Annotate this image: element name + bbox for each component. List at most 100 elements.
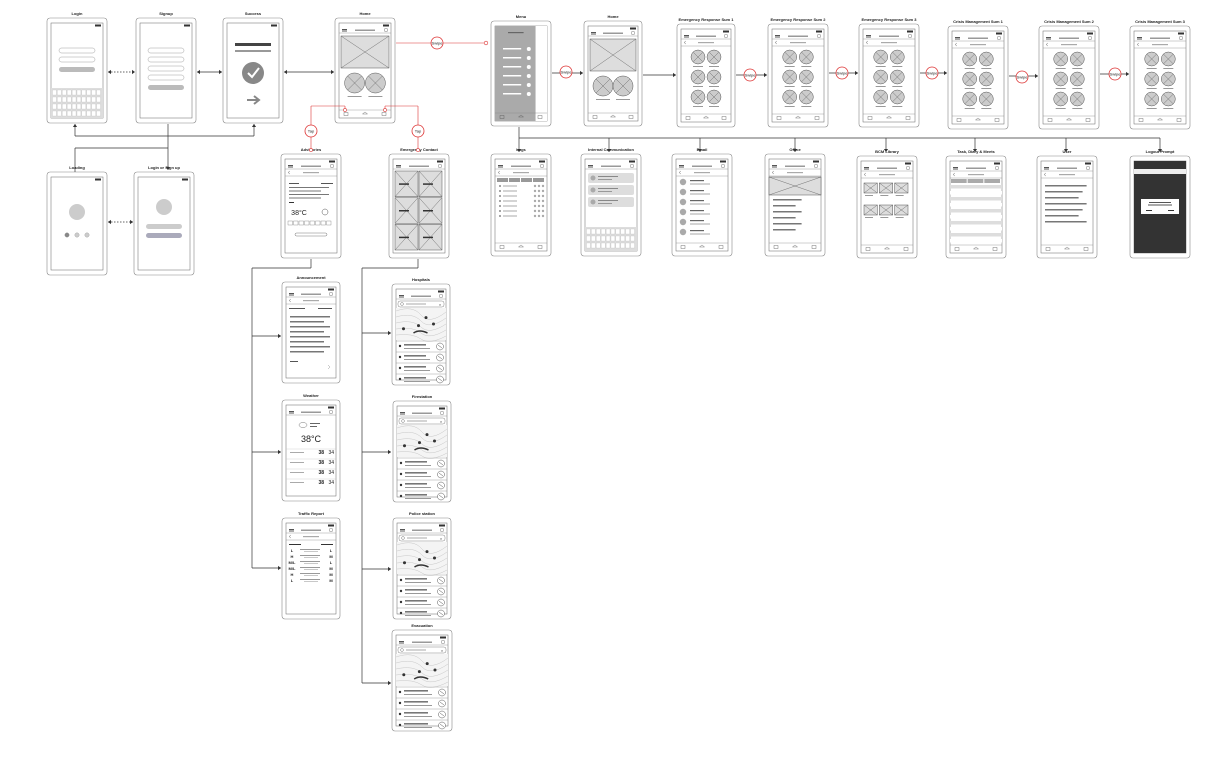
placeholder-line [892, 106, 903, 107]
bell-icon [865, 247, 871, 251]
connector-badge-label: Tap [308, 129, 315, 134]
arrow-head [1126, 71, 1129, 77]
keyboard-key [67, 110, 72, 117]
search-icon [908, 34, 913, 39]
placeholder-line [503, 66, 522, 68]
keyboard-key [96, 103, 101, 110]
phone-screen [494, 158, 548, 252]
placeholder-line [598, 188, 618, 189]
placeholder-line [596, 99, 610, 100]
forecast-icon [298, 220, 304, 226]
placeholder-line [405, 472, 427, 474]
image-placeholder-cross [1146, 53, 1157, 65]
map-pin-icon [399, 483, 403, 487]
placeholder-line [399, 236, 409, 239]
placeholder-line [404, 701, 428, 703]
placeholder-line [329, 160, 335, 163]
menu-item-icon [526, 83, 531, 87]
search-icon [630, 163, 635, 168]
connector-badge: Swipe [835, 66, 849, 80]
home-icon [1063, 246, 1071, 250]
screen-title: Weather [303, 393, 319, 398]
screen-email: Email [671, 147, 733, 257]
share-icon [537, 245, 543, 249]
placeholder-line [709, 66, 719, 67]
map-pin-icon [398, 690, 402, 694]
phone-screen [1042, 30, 1096, 125]
chat-bubble [588, 173, 634, 183]
form-field [147, 56, 185, 63]
keyboard-key [52, 110, 57, 117]
list-row [950, 185, 1002, 189]
connector-badge-label: Swipe [837, 71, 849, 76]
keyboard-key [605, 235, 611, 242]
keyboard-key [67, 89, 72, 96]
cloud-icon [298, 422, 308, 428]
image-placeholder-cross [1055, 93, 1066, 105]
bell-icon [776, 116, 782, 120]
placeholder-line [290, 331, 324, 333]
placeholder-line [407, 537, 427, 539]
placeholder-line [304, 563, 318, 564]
temp-low: 34 [328, 460, 334, 466]
placeholder-line [709, 86, 719, 87]
forecast-icon [293, 220, 299, 226]
placeholder-line [289, 187, 329, 188]
avatar [679, 208, 687, 216]
keyboard-key [76, 89, 82, 96]
placeholder-line [1149, 202, 1171, 203]
map-contour [395, 315, 447, 325]
home-icon [361, 111, 369, 115]
placeholder-line [690, 230, 704, 232]
arrow-head [1063, 149, 1069, 152]
phone-icon [437, 344, 443, 349]
placeholder-line [503, 84, 522, 86]
phone-icon [438, 589, 444, 594]
placeholder-line [396, 165, 401, 166]
placeholder-line [289, 529, 294, 530]
bell-icon [343, 112, 349, 116]
connector-badge-circle [304, 124, 318, 138]
screen-title: Login [72, 11, 83, 16]
placeholder-line [955, 37, 960, 38]
placeholder-line [303, 172, 319, 174]
keyboard-key [57, 96, 62, 103]
avatar [679, 198, 687, 206]
map-contour [396, 451, 448, 459]
logout-dialog [1141, 199, 1179, 214]
placeholder-line [772, 166, 777, 168]
temp-high: 38 [318, 470, 324, 476]
logo-placeholder [156, 199, 172, 215]
image-placeholder-cross [595, 78, 611, 94]
placeholder-line [784, 106, 795, 107]
phone-screen [1133, 30, 1187, 125]
placeholder-line [1055, 68, 1066, 69]
placeholder-line [1087, 32, 1093, 35]
map-area [396, 654, 448, 686]
menu-item-icon [526, 65, 531, 69]
arrow-head [944, 70, 947, 76]
screen-home2: Home [583, 14, 643, 127]
placeholder-line [964, 108, 975, 109]
image-placeholder-cross [1163, 93, 1174, 105]
phone-screen [285, 522, 337, 615]
search-icon [439, 294, 444, 299]
placeholder-line [723, 30, 729, 33]
image-placeholder-cross [879, 182, 893, 194]
image-placeholder-cross [1072, 53, 1083, 65]
arrow-head [132, 69, 135, 75]
image-placeholder-cross [340, 35, 390, 69]
bell-icon [685, 116, 691, 120]
bell-icon [499, 245, 505, 249]
placeholder-line [1163, 108, 1174, 109]
map-pin-icon [398, 723, 402, 727]
keyboard-key [91, 89, 96, 96]
row-icon [533, 209, 537, 213]
connector-badge: Tap [411, 124, 425, 138]
row-icon [533, 214, 537, 218]
map-pin-icon [399, 578, 403, 582]
image-placeholder-cross [879, 204, 893, 216]
bell-icon [1138, 118, 1144, 122]
placeholder-line [981, 108, 992, 109]
